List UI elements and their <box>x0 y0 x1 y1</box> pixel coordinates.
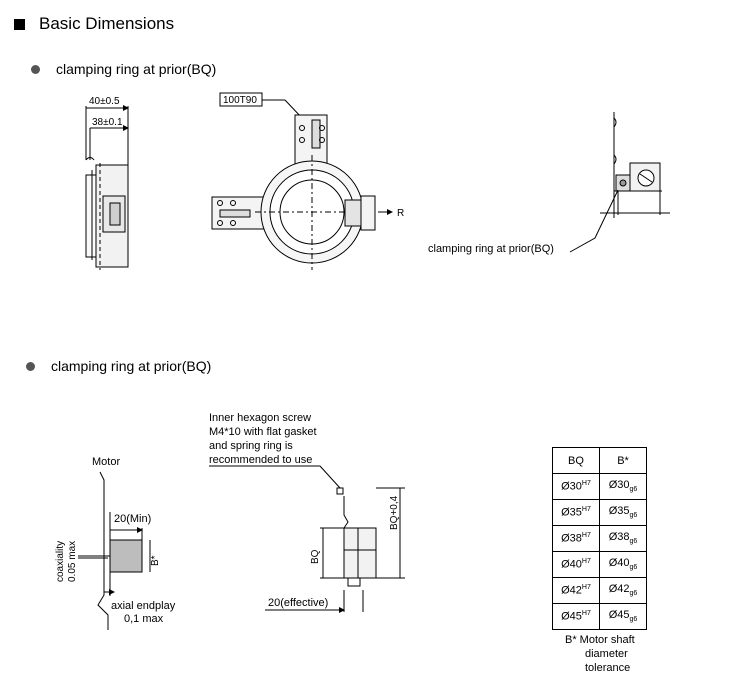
screw-note-4: recommended to use <box>209 454 312 466</box>
screw-note-1: Inner hexagon screw <box>209 412 311 424</box>
encoder-cross-section <box>209 465 405 613</box>
header-bq: BQ <box>552 447 600 474</box>
side-callout: clamping ring at prior(BQ) <box>428 243 554 255</box>
motor-label: Motor <box>92 456 120 468</box>
r-label: R <box>397 208 404 219</box>
dim-inner-label: 38±0.1 <box>92 117 123 128</box>
section2-label: clamping ring at prior(BQ) <box>26 358 211 374</box>
cell-bq: Ø38H7 <box>552 525 600 552</box>
screw-note-2: M4*10 with flat gasket <box>209 426 317 438</box>
note-line-1: B* Motor shaft <box>565 634 635 646</box>
coaxiality-label: coaxiality <box>55 541 66 582</box>
bullet-icon <box>31 64 40 74</box>
part-tag: 100T90 <box>223 95 257 106</box>
coaxiality-value: 0.05 max <box>67 541 78 582</box>
table-header-row: BQ B* <box>552 447 647 474</box>
effective-label: 20(effective) <box>268 597 328 609</box>
note-line-3: tolerance <box>585 662 631 674</box>
screw-note-3: and spring ring is <box>209 440 293 452</box>
motor-detail <box>78 471 151 630</box>
bullet-icon <box>26 361 35 371</box>
cell-bq: Ø40H7 <box>552 551 600 578</box>
cell-bq: Ø30H7 <box>552 473 600 500</box>
endplay-label: axial endplay <box>111 600 176 612</box>
note-line-2: diameter <box>585 648 628 660</box>
cell-b: Ø30g6 <box>599 473 647 500</box>
cell-b: Ø40g6 <box>599 551 647 578</box>
endplay-value: 0,1 max <box>124 613 164 625</box>
dim-outer-label: 40±0.5 <box>89 96 120 107</box>
b-star-label: B* <box>150 555 161 566</box>
section1-label: clamping ring at prior(BQ) <box>31 61 216 77</box>
encoder-front-view <box>211 92 393 270</box>
heading-text: Basic Dimensions <box>39 14 175 33</box>
min-dim-label: 20(Min) <box>114 513 151 525</box>
encoder-side-view <box>85 105 129 270</box>
cell-b: Ø45g6 <box>599 603 647 630</box>
bq-label: BQ <box>310 549 321 564</box>
section-heading: Basic Dimensions <box>14 14 174 34</box>
table-note: B* Motor shaft diameter tolerance <box>565 633 635 675</box>
cell-b: Ø38g6 <box>599 525 647 552</box>
cell-bq: Ø42H7 <box>552 577 600 604</box>
cell-bq: Ø45H7 <box>552 603 600 630</box>
cell-b: Ø42g6 <box>599 577 647 604</box>
cell-b: Ø35g6 <box>599 499 647 526</box>
bq-plus-label: BQ+0,4 <box>389 495 400 530</box>
header-b: B* <box>599 447 647 474</box>
cell-bq: Ø35H7 <box>552 499 600 526</box>
clamping-ring-detail <box>569 112 670 253</box>
square-bullet-icon <box>14 18 25 30</box>
